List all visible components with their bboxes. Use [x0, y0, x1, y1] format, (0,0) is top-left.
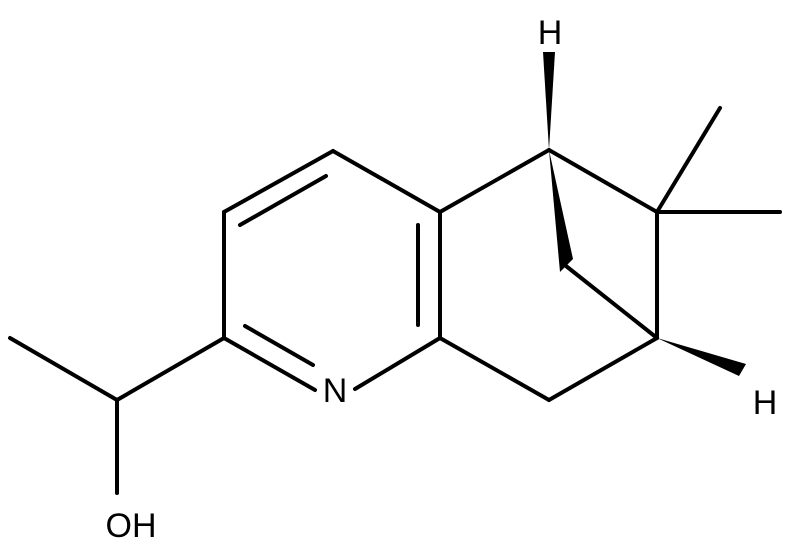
- hydrogen-top-label: H: [538, 14, 563, 52]
- wedge-bond-bottom-h: [657, 338, 746, 376]
- hydrogen-bottom-label: H: [753, 384, 778, 422]
- bond-bridge-bottom: [564, 264, 659, 340]
- hydroxyl-label: OH: [106, 507, 157, 545]
- wedge-bond-bridge: [549, 150, 573, 272]
- bond-ch2-bridgehead-bottom: [547, 336, 659, 402]
- bond-carbinol-methyl: [8, 336, 119, 402]
- nitrogen-label: N: [323, 372, 348, 410]
- bond-n-c8a: [353, 336, 442, 391]
- bond-c4a-bridgehead-top: [438, 148, 551, 214]
- wedge-bond-top-h: [543, 52, 555, 150]
- bond-c5-c6: [222, 149, 335, 214]
- bond-c5-c6-inner: [238, 174, 328, 227]
- bond-c7-carbinol: [115, 336, 226, 402]
- bond-bridgehead-top-cme2: [547, 148, 659, 214]
- bond-methyl-upper: [655, 106, 722, 214]
- bond-c8a-ch2: [438, 336, 551, 402]
- bond-c7-n-inner: [243, 324, 315, 367]
- bond-c7-n: [222, 336, 317, 392]
- bond-c4a-c5: [331, 149, 442, 214]
